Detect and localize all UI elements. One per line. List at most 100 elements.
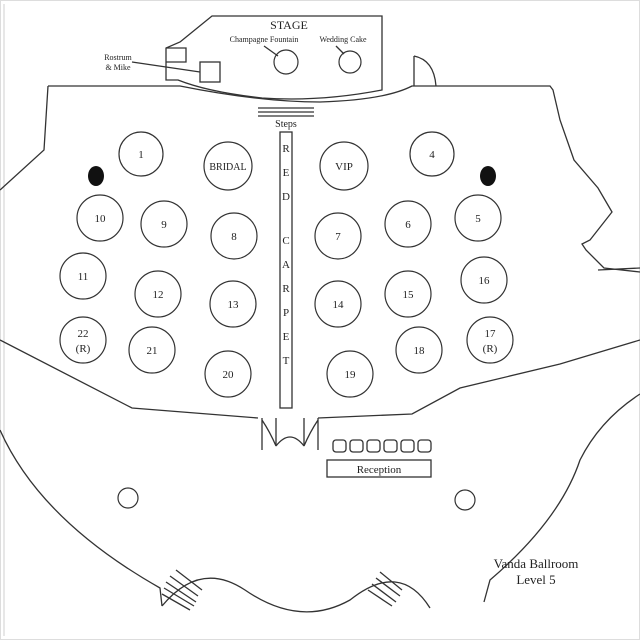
red-carpet-letter: R bbox=[282, 283, 290, 295]
table-label: 1 bbox=[138, 149, 144, 161]
table-circle bbox=[118, 131, 164, 177]
venue-level: Level 5 bbox=[516, 572, 555, 587]
table-circle bbox=[204, 350, 252, 398]
rostrum-label-1: Rostrum bbox=[104, 53, 132, 62]
table-label: 20 bbox=[223, 369, 235, 381]
table-label: 14 bbox=[333, 299, 345, 311]
pillar-black-left bbox=[88, 166, 104, 186]
pillar-black-right bbox=[480, 166, 496, 186]
table-circle bbox=[128, 326, 176, 374]
red-carpet-letter: P bbox=[283, 307, 289, 319]
table-circle bbox=[134, 270, 182, 318]
table-label: 5 bbox=[475, 213, 481, 225]
red-carpet-letter: E bbox=[283, 331, 290, 343]
table-circle bbox=[140, 200, 188, 248]
table-10: 10 bbox=[76, 194, 124, 242]
table-circle bbox=[76, 194, 124, 242]
table-9: 9 bbox=[140, 200, 188, 248]
table-label: 18 bbox=[414, 345, 426, 357]
table-4: 4 bbox=[409, 131, 455, 177]
table-13: 13 bbox=[209, 280, 257, 328]
table-bridal: BRIDAL bbox=[203, 141, 253, 191]
red-carpet-letter: C bbox=[282, 235, 289, 247]
stairs-left bbox=[161, 569, 203, 611]
table-8: 8 bbox=[210, 212, 258, 260]
table-11: 11 bbox=[59, 252, 107, 300]
table-sublabel: (R) bbox=[76, 343, 91, 355]
steps bbox=[258, 107, 314, 117]
table-circle bbox=[59, 252, 107, 300]
table-19: 19 bbox=[326, 350, 374, 398]
table-circle bbox=[209, 280, 257, 328]
table-label: 9 bbox=[161, 219, 167, 231]
red-carpet-letter: E bbox=[283, 167, 290, 179]
table-label: 12 bbox=[153, 289, 164, 301]
table-circle bbox=[314, 280, 362, 328]
table-circle bbox=[384, 270, 432, 318]
table-21: 21 bbox=[128, 326, 176, 374]
steps-label: Steps bbox=[275, 119, 297, 130]
pillar-right bbox=[454, 489, 476, 511]
table-circle bbox=[460, 256, 508, 304]
table-label: BRIDAL bbox=[209, 162, 246, 173]
table-circle bbox=[395, 326, 443, 374]
red-carpet-letter: A bbox=[282, 259, 290, 271]
champagne-fountain bbox=[273, 49, 299, 75]
table-14: 14 bbox=[314, 280, 362, 328]
table-18: 18 bbox=[395, 326, 443, 374]
wedding-cake bbox=[338, 50, 362, 74]
table-label: 17 bbox=[485, 328, 497, 340]
ballroom-wall bbox=[48, 85, 640, 273]
table-1: 1 bbox=[118, 131, 164, 177]
table-22: 22 (R) bbox=[59, 316, 107, 364]
champagne-label: Champagne Fountain bbox=[230, 35, 299, 44]
venue-name: Vanda Ballroom bbox=[494, 556, 579, 571]
table-circle bbox=[203, 141, 253, 191]
table-label: VIP bbox=[335, 161, 353, 173]
table-circle bbox=[319, 141, 369, 191]
table-label: 21 bbox=[147, 345, 158, 357]
red-carpet-letter: T bbox=[283, 355, 290, 367]
table-16: 16 bbox=[460, 256, 508, 304]
reception-chairs bbox=[332, 439, 432, 453]
table-circle bbox=[59, 316, 107, 364]
table-label: 4 bbox=[429, 149, 435, 161]
table-12: 12 bbox=[134, 270, 182, 318]
table-label: 13 bbox=[228, 299, 240, 311]
table-20: 20 bbox=[204, 350, 252, 398]
reception-desk bbox=[326, 459, 432, 478]
red-carpet-letter: R bbox=[282, 143, 290, 155]
table-label: 8 bbox=[231, 231, 237, 243]
table-7: 7 bbox=[314, 212, 362, 260]
table-circle bbox=[210, 212, 258, 260]
table-label: 10 bbox=[95, 213, 107, 225]
table-sublabel: (R) bbox=[483, 343, 498, 355]
table-circle bbox=[384, 200, 432, 248]
table-circle bbox=[466, 316, 514, 364]
red-carpet-letter: D bbox=[282, 191, 290, 203]
table-label: 6 bbox=[405, 219, 411, 231]
stage-label: STAGE bbox=[270, 18, 308, 32]
reception-label: Reception bbox=[357, 464, 402, 476]
table-17: 17 (R) bbox=[466, 316, 514, 364]
table-label: 22 bbox=[78, 328, 89, 340]
table-6: 6 bbox=[384, 200, 432, 248]
table-circle bbox=[454, 194, 502, 242]
table-label: 19 bbox=[345, 369, 357, 381]
red-carpet bbox=[279, 131, 293, 409]
table-circle bbox=[409, 131, 455, 177]
table-5: 5 bbox=[454, 194, 502, 242]
table-label: 11 bbox=[78, 271, 89, 283]
table-label: 7 bbox=[335, 231, 341, 243]
table-label: 16 bbox=[479, 275, 491, 287]
pillar-left bbox=[117, 487, 139, 509]
table-label: 15 bbox=[403, 289, 415, 301]
table-vip: VIP bbox=[319, 141, 369, 191]
stairs-right bbox=[367, 571, 403, 607]
table-15: 15 bbox=[384, 270, 432, 318]
cake-label: Wedding Cake bbox=[319, 35, 367, 44]
